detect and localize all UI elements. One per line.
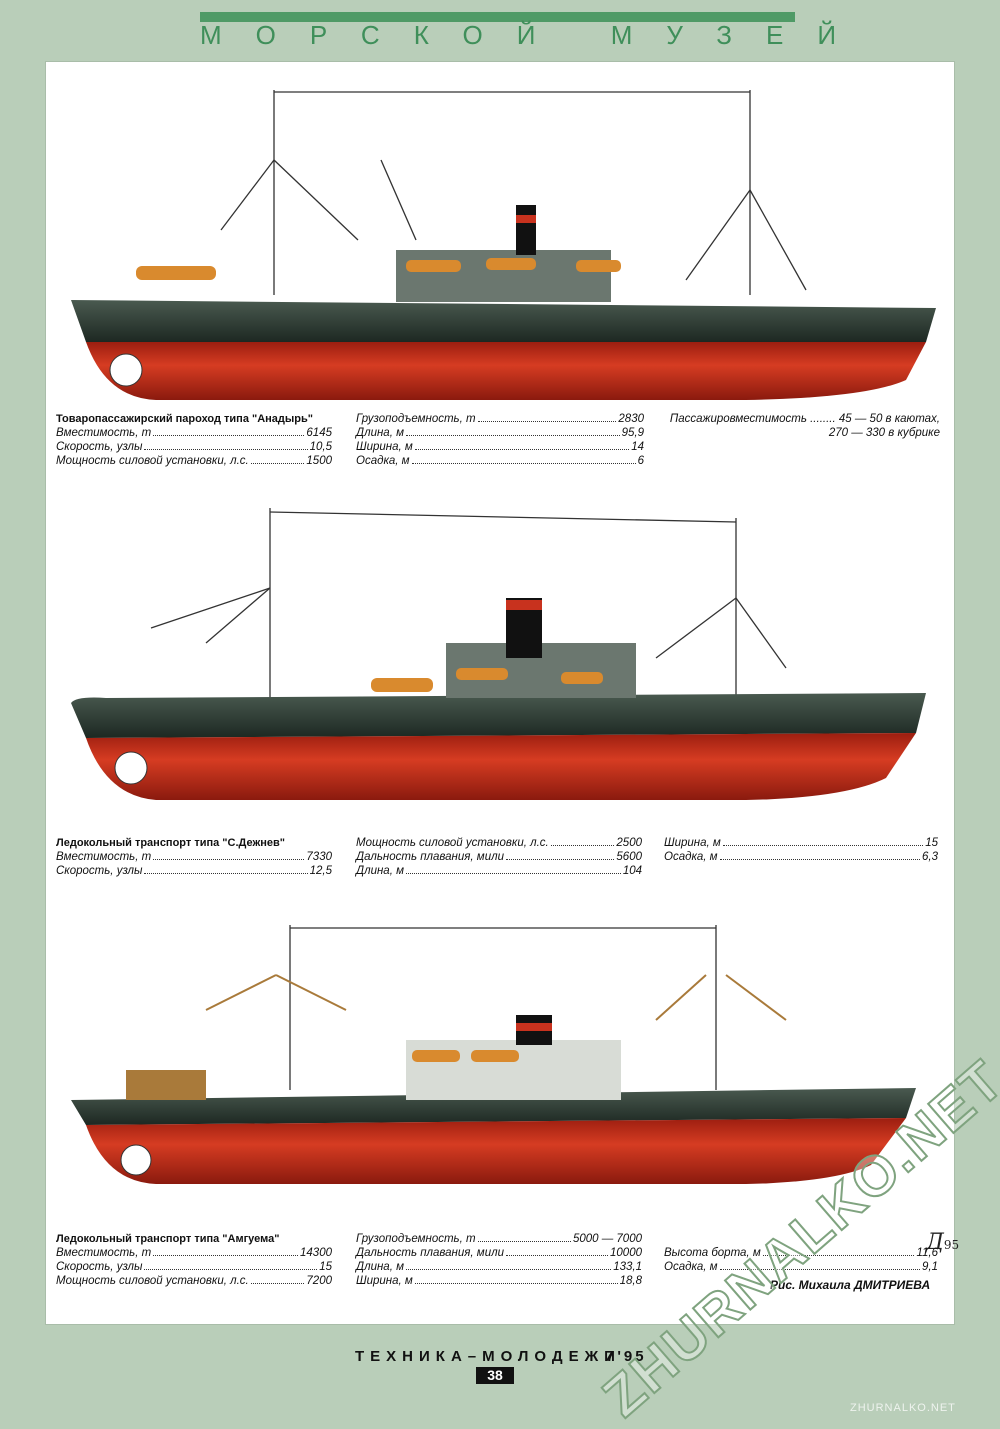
- illustration-credit: Рис. Михаила ДМИТРИЕВА: [770, 1278, 931, 1292]
- spec-value: 5600: [616, 851, 642, 863]
- spec-row: Скорость, узлы 10,5: [56, 440, 332, 454]
- spec-value: 104: [622, 865, 642, 877]
- ship-illustration-anadyr: [71, 90, 936, 400]
- spec-label: Скорость, узлы: [56, 1261, 143, 1273]
- spec-passengers-line2: 270 — 330 в кубрике: [828, 427, 940, 439]
- spec-row: Мощность силовой установки, л.с. 2500: [356, 836, 642, 850]
- spec-value: 15: [319, 1261, 332, 1273]
- spec-label: Грузоподъемность, т: [356, 413, 476, 425]
- spec-label: Дальность плавания, мили: [356, 851, 504, 863]
- page-number: 38: [476, 1367, 514, 1384]
- spec-label: Вместимость, т: [56, 427, 152, 439]
- spec-value: 11,6: [916, 1247, 938, 1259]
- artist-signature: Д95: [926, 1230, 959, 1255]
- spec-value: 2500: [616, 837, 642, 849]
- spec-row: Скорость, узлы 12,5: [56, 864, 332, 878]
- ship-illustration-amguema: [71, 925, 916, 1184]
- spec-row: Дальность плавания, мили 10000: [356, 1246, 642, 1260]
- spec-value: 1500: [306, 455, 332, 467]
- spec-row: Длина, м 95,9: [356, 426, 644, 440]
- spec-label: Грузоподъемность, т: [356, 1233, 476, 1245]
- spec-label: Мощность силовой установки, л.с.: [56, 1275, 249, 1287]
- header-bar: [200, 12, 795, 22]
- spec-row: Скорость, узлы 15: [56, 1260, 332, 1274]
- spec-row: Грузоподъемность, т 5000 — 7000: [356, 1232, 642, 1246]
- specs-ship-3-col3: Высота борта, м 11,6 Осадка, м 9,1: [664, 1246, 938, 1274]
- spec-value: 15: [925, 837, 938, 849]
- specs-ship-3: Ледокольный транспорт типа "Амгуема" Вме…: [56, 1232, 332, 1288]
- spec-row: Ширина, м 18,8: [356, 1274, 642, 1288]
- specs-ship-1-col2: Грузоподъемность, т 2830 Длина, м 95,9 Шир…: [356, 412, 644, 468]
- spec-label: Ширина, м: [356, 1275, 413, 1287]
- spec-label: Мощность силовой установки, л.с.: [56, 455, 249, 467]
- specs-ship-1-col3: Пассажировместимость ........ 45 — 50 в …: [664, 412, 940, 440]
- spec-label: Скорость, узлы: [56, 865, 143, 877]
- spec-label: Осадка, м: [356, 455, 410, 467]
- ship-1-title: Товаропассажирский пароход типа "Анадырь…: [56, 413, 313, 425]
- spec-label: Ширина, м: [356, 441, 413, 453]
- spec-row: Грузоподъемность, т 2830: [356, 412, 644, 426]
- spec-label: Скорость, узлы: [56, 441, 143, 453]
- specs-ship-2: Ледокольный транспорт типа "С.Дежнев" Вм…: [56, 836, 332, 878]
- magazine-name: ТЕХНИКА–МОЛОДЕЖИ: [355, 1348, 621, 1365]
- ship-3-title: Ледокольный транспорт типа "Амгуема": [56, 1233, 280, 1245]
- spec-label: Вместимость, т: [56, 851, 152, 863]
- spec-value: 14: [631, 441, 644, 453]
- spec-row: Вместимость, т 6145: [56, 426, 332, 440]
- site-credit: ZHURNALKO.NET: [850, 1402, 956, 1414]
- signature-mark: Д: [926, 1230, 944, 1255]
- spec-label: Осадка, м: [664, 1261, 718, 1273]
- spec-label: Ширина, м: [664, 837, 721, 849]
- spec-row: Дальность плавания, мили 5600: [356, 850, 642, 864]
- spec-value: 95,9: [621, 427, 644, 439]
- specs-ship-2-col3: Ширина, м 15 Осадка, м 6,3: [664, 836, 938, 864]
- spec-row: Длина, м 133,1: [356, 1260, 642, 1274]
- spec-label: Высота борта, м: [664, 1247, 761, 1259]
- spec-value: 133,1: [613, 1261, 642, 1273]
- spec-row: Осадка, м 6: [356, 454, 644, 468]
- spec-label: Осадка, м: [664, 851, 718, 863]
- spec-label: Мощность силовой установки, л.с.: [356, 837, 549, 849]
- specs-ship-3-col2: Грузоподъемность, т 5000 — 7000 Дальность…: [356, 1232, 642, 1288]
- spec-value: 6145: [306, 427, 332, 439]
- spec-value: 18,8: [619, 1275, 642, 1287]
- spec-row: Мощность силовой установки, л.с. 7200: [56, 1274, 332, 1288]
- section-title: МОРСКОЙ МУЗЕЙ: [200, 20, 871, 50]
- signature-year: 95: [943, 1238, 960, 1252]
- issue-number: 7'95: [606, 1348, 647, 1365]
- spec-row: Осадка, м 6,3: [664, 850, 938, 864]
- spec-row: Длина, м 104: [356, 864, 642, 878]
- spec-row: Осадка, м 9,1: [664, 1260, 938, 1274]
- spec-label: Дальность плавания, мили: [356, 1247, 504, 1259]
- spec-row: Вместимость, т 14300: [56, 1246, 332, 1260]
- spec-value: 5000 — 7000: [572, 1233, 642, 1245]
- spec-row: Мощность силовой установки, л.с. 1500: [56, 454, 332, 468]
- spec-label: Длина, м: [356, 865, 404, 877]
- spec-value: 7200: [306, 1275, 332, 1287]
- spec-row: Ширина, м 15: [664, 836, 938, 850]
- spec-row: Ширина, м 14: [356, 440, 644, 454]
- spec-value: 12,5: [309, 865, 332, 877]
- spec-row: Вместимость, т 7330: [56, 850, 332, 864]
- spec-value: 10000: [610, 1247, 642, 1259]
- spec-label: Длина, м: [356, 427, 404, 439]
- spec-value: 6: [637, 455, 644, 467]
- spec-passengers-line1: Пассажировместимость ........ 45 — 50 в …: [669, 413, 940, 425]
- spec-row: Высота борта, м 11,6: [664, 1246, 938, 1260]
- spec-value: 6,3: [922, 851, 938, 863]
- spec-value: 14300: [300, 1247, 332, 1259]
- spec-label: Длина, м: [356, 1261, 404, 1273]
- spec-value: 2830: [618, 413, 644, 425]
- specs-ship-2-col2: Мощность силовой установки, л.с. 2500 Дал…: [356, 836, 642, 878]
- spec-value: 9,1: [922, 1261, 938, 1273]
- spec-value: 7330: [306, 851, 332, 863]
- spec-label: Вместимость, т: [56, 1247, 152, 1259]
- spec-value: 10,5: [309, 441, 332, 453]
- illustration-plate: Товаропассажирский пароход типа "Анадырь…: [46, 62, 959, 1324]
- ship-2-title: Ледокольный транспорт типа "С.Дежнев": [56, 837, 285, 849]
- ship-illustration-dezhnev: [71, 508, 926, 800]
- specs-ship-1: Товаропассажирский пароход типа "Анадырь…: [56, 412, 332, 468]
